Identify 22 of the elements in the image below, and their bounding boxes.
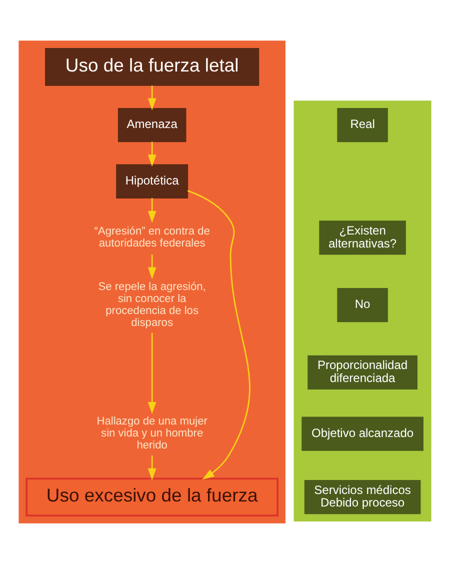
arrow — [148, 254, 156, 280]
node-box: Uso de la fuerza letal — [45, 48, 260, 86]
arrow — [148, 456, 156, 480]
arrow — [148, 332, 156, 414]
cluster — [18, 40, 286, 524]
node-text: “Agresión” en contra de autoridades federales — [94, 226, 210, 250]
node-box: Amenaza — [118, 108, 186, 142]
node-text: Se repele la agresión, sin conocer la procedencia de los disparos — [98, 280, 206, 329]
node-box: Real — [337, 108, 388, 142]
node-box: Servicios médicos Debido proceso — [304, 480, 421, 514]
arrow — [187, 190, 250, 480]
node-box: Hipotética — [116, 164, 188, 198]
node-box: Proporcionalidad diferenciada — [308, 355, 418, 390]
node-box: Objetivo alcanzado — [302, 416, 424, 451]
arrow — [148, 86, 156, 110]
node-box: No — [337, 288, 388, 322]
node-text: Hallazgo de una mujer sin vida y un hombre herido — [96, 416, 208, 452]
arrow — [148, 198, 156, 223]
arrow — [148, 142, 156, 167]
cluster — [294, 100, 432, 522]
node-box: Uso excesivo de la fuerza — [26, 478, 279, 516]
node-box: ¿Existen alternativas? — [319, 220, 406, 255]
